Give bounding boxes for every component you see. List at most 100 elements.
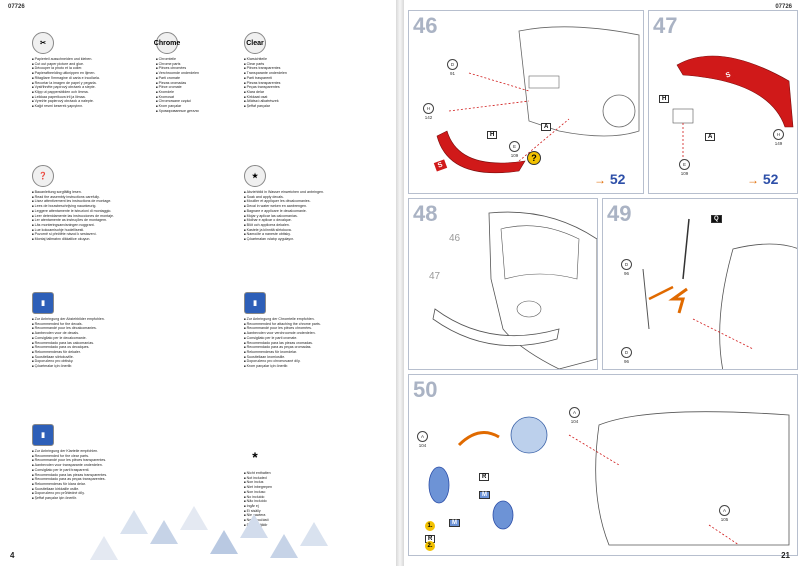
triangle-decoration: [150, 520, 178, 544]
legend-line: Aanbevolen voor transparante onderdelen.: [32, 463, 142, 468]
legend-lines: ChromteileChrome partsPièces chroméesVer…: [156, 57, 266, 113]
legend-line: Découper la photo et la coller.: [32, 66, 142, 71]
triangle-decoration: [210, 530, 238, 554]
chrome-icon: Chrome: [154, 32, 180, 54]
legend-line: Not included: [244, 476, 354, 481]
legend-line: Kromosat: [156, 95, 266, 100]
legend-line: Recortar la imagen de papel y pegarla.: [32, 81, 142, 86]
part-label: A 104: [417, 431, 428, 449]
decal-tag: R: [479, 473, 490, 481]
step-number: 50: [413, 377, 438, 402]
legend-line: Bauanleitung sorgfältig lesen.: [32, 190, 142, 195]
legend-line: Suositellaan kromiosille.: [244, 355, 354, 360]
legend-lines: Papierteil ausschneiden und kleben.Cut o…: [32, 57, 142, 109]
legend-line: Kastele ja kiinnitä siirtokuva.: [244, 228, 354, 233]
legend-line: Clear parts: [244, 62, 354, 67]
legend-line: Decal in water weken en aanbrengen.: [244, 204, 354, 209]
left-product-code: 07726: [8, 4, 25, 10]
step-50-panel: 50 A 104 A 104 A 105 R M R M 1. 2.: [408, 374, 798, 556]
legend-line: Ritagliare l'immagine di carta e incolla…: [32, 76, 142, 81]
legend-line: Aanbevolen voor verchroomde onderdelen.: [244, 331, 354, 336]
legend-block-glue: ✂ Papierteil ausschneiden und kleben.Cut…: [32, 32, 142, 109]
legend-lines: Abziehbild in Wasser einweichen und anbr…: [244, 190, 354, 242]
legend-line: Çıkartmalar için önerilir.: [32, 364, 142, 369]
legend-line: Verchroomde onderdelen: [156, 71, 266, 76]
legend-line: Átlátszó alkatrészek: [244, 99, 354, 104]
paint-bottle-icon: ▮: [32, 424, 54, 446]
legend-line: Klarsichtteile: [244, 57, 354, 62]
legend-line: Rekommenderas för klara delar.: [32, 482, 142, 487]
legend-line: Peças transparentes: [244, 85, 354, 90]
legend-line: Zur Anbringung der Chromteile empfohlen.: [244, 317, 354, 322]
legend-line: Recomendado para os decalques.: [32, 345, 142, 350]
legend-line: No incluido: [244, 495, 354, 500]
legend-line: Pièce cromate: [156, 85, 266, 90]
legend-line: Rekommenderas för dekaler.: [32, 350, 142, 355]
legend-line: Soak and apply decals.: [244, 195, 354, 200]
step-50-drawing: [428, 411, 790, 546]
legend-line: Molhar e aplicar o decalque.: [244, 218, 354, 223]
legend-lines: Zur Anbringung der Chromteile empfohlen.…: [244, 317, 354, 369]
legend-line: Rekommenderas för kromdelar.: [244, 350, 354, 355]
legend-line: Aanbevolen voor de decals.: [32, 331, 142, 336]
triangle-decoration: [240, 514, 268, 538]
order-badge: 2.: [425, 541, 435, 551]
legend-line: Papierteil ausschneiden und kleben.: [32, 57, 142, 62]
legend-line: Niet inbegrepen: [244, 485, 354, 490]
legend-line: Consigliato per le decalcomanie.: [32, 336, 142, 341]
part-label: E 109: [679, 159, 690, 177]
legend-line: Ler atentamente as instruções de montage…: [32, 218, 142, 223]
legend-line: Leikkaa paperikuva irti ja liimaa.: [32, 95, 142, 100]
legend-line: Namočte a naneste obtisky.: [244, 232, 354, 237]
legend-line: Chromteile: [156, 57, 266, 62]
part-label: A 105: [719, 505, 730, 523]
step-49-drawing: [642, 218, 797, 369]
legend-lines: KlarsichtteileClear partsPièces transpar…: [244, 57, 354, 109]
step-47-panel: 47 S H A H 149 E 109 → 52: [648, 10, 798, 194]
legend-block-chrome: Chrome ChromteileChrome partsPièces chro…: [154, 32, 266, 113]
legend-line: Recomendado para as peças transparentes.: [32, 477, 142, 482]
left-page-number: 4: [10, 551, 15, 560]
legend-line: Lisez attentivement les instructions de …: [32, 199, 142, 204]
right-page: 07726 46 D 91 H 142 E 109 S H A ? → 52 4…: [404, 0, 800, 566]
legend-line: Recomendado para las piezas transparente…: [32, 473, 142, 478]
triangle-decoration: [90, 536, 118, 560]
step-49-panel: 49 Q D 96 D 96: [602, 198, 798, 370]
legend-line: Recomendado para las piezas cromadas.: [244, 341, 354, 346]
glue-icon: ✂: [32, 32, 54, 54]
legend-line: Não incluído: [244, 499, 354, 504]
step-number: 49: [607, 201, 632, 226]
legend-line: Şeffaf parçalar için önerilir.: [32, 496, 142, 501]
legend-line: Doporučeno pro chromované díly.: [244, 359, 354, 364]
part-label: A 104: [569, 407, 580, 425]
part-label: E 109: [509, 141, 520, 159]
legend-block-read: ❓ Bauanleitung sorgfältig lesen.Read the…: [32, 165, 142, 242]
decal-tag: A: [705, 133, 716, 141]
part-label: H 142: [423, 103, 434, 121]
step-number: 47: [653, 13, 678, 38]
part-label: D 96: [621, 259, 632, 277]
order-badge: 1.: [425, 521, 435, 531]
legend-line: Recommended for attaching the chrome par…: [244, 322, 354, 327]
legend-line: Chrome parts: [156, 62, 266, 67]
legend-line: Kağıt resmi keserek yapıştırın.: [32, 104, 142, 109]
legend-block-assemble: ★ Abziehbild in Wasser einweichen und an…: [244, 165, 354, 242]
right-product-code: 07726: [775, 4, 792, 10]
part-number: 47: [429, 271, 441, 282]
legend-line: Transparante onderdelen: [244, 71, 354, 76]
legend-line: Pièces chromées: [156, 66, 266, 71]
next-step-ref: → 52: [594, 171, 626, 187]
legend-line: Cut out paper picture and glue.: [32, 62, 142, 67]
legend-line: Şeffaf parçalar: [244, 104, 354, 109]
read-icon: ❓: [32, 165, 54, 187]
legend-line: Lue kokoamisohje huolellisesti.: [32, 228, 142, 233]
triangle-decoration: [270, 534, 298, 558]
legend-line: Recommandé pour les pièces chromées.: [244, 326, 354, 331]
legend-line: Klipp ut pappersbilden och limma.: [32, 90, 142, 95]
legend-line: Kromdele: [156, 90, 266, 95]
arrow-right-icon: →: [594, 173, 606, 187]
decal-tag: Q: [711, 215, 722, 223]
legend-line: Consigliato per le parti trasparenti.: [32, 468, 142, 473]
legend-line: Doporučeno pro průhledné díly.: [32, 491, 142, 496]
triangle-decoration: [120, 510, 148, 534]
